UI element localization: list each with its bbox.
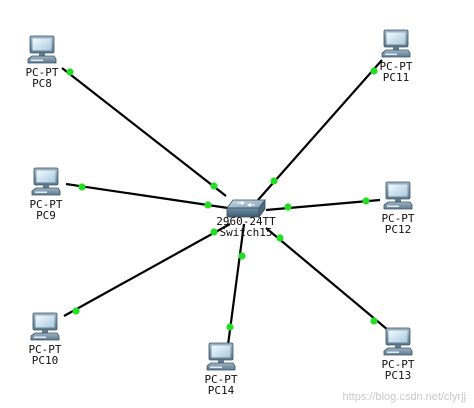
pc-icon (30, 312, 60, 341)
pc-icon (206, 342, 236, 371)
cable-pc11[interactable] (257, 59, 383, 201)
pc-name-label: PC9 (36, 209, 56, 222)
switch-icon (226, 198, 266, 219)
cable-pc8[interactable] (61, 67, 227, 197)
pc-icon (31, 167, 61, 196)
pc-name-label: PC12 (385, 223, 412, 236)
link-light-pc13-pc-side (370, 317, 378, 325)
link-light-pc9-pc-side (78, 183, 86, 191)
switch-model-label: 2960-24TT (216, 215, 276, 228)
link-light-pc11-switch-side (270, 177, 278, 185)
link-light-pc14-switch-side (238, 252, 246, 260)
link-light-pc13-switch-side (276, 234, 284, 242)
pc-icon (383, 327, 413, 356)
pc-name-label: PC10 (32, 354, 59, 367)
link-light-pc8-switch-side (210, 182, 218, 190)
pc-name-label: PC11 (383, 71, 410, 84)
link-light-pc11-pc-side (370, 67, 378, 75)
cable-pc13[interactable] (265, 227, 389, 331)
link-light-pc12-pc-side (362, 197, 370, 205)
pc-name-label: PC8 (32, 77, 52, 90)
pc-type-label: PC-PT (29, 198, 62, 211)
link-light-pc8-pc-side (66, 68, 74, 76)
pc-type-label: PC-PT (25, 66, 58, 79)
pc-icon (27, 35, 57, 64)
pc-name-label: PC13 (385, 369, 412, 382)
pc-type-label: PC-PT (204, 373, 237, 386)
pc-type-label: PC-PT (379, 60, 412, 73)
pc-icon (381, 29, 411, 58)
cable-pc9[interactable] (65, 182, 229, 210)
pc-icon (383, 181, 413, 210)
pc-name-label: PC14 (208, 384, 235, 397)
link-light-pc10-switch-side (210, 228, 218, 236)
link-light-pc12-switch-side (284, 203, 292, 211)
link-light-pc14-pc-side (226, 323, 234, 331)
switch-name-label: Switch15 (220, 226, 273, 239)
pc-type-label: PC-PT (381, 358, 414, 371)
link-light-pc9-switch-side (204, 201, 212, 209)
pc-type-label: PC-PT (381, 212, 414, 225)
link-light-pc10-pc-side (72, 307, 80, 315)
watermark: https://blog.csdn.net/clyrjj (342, 391, 466, 403)
cable-pc10[interactable] (63, 223, 231, 317)
pc-type-label: PC-PT (28, 343, 61, 356)
